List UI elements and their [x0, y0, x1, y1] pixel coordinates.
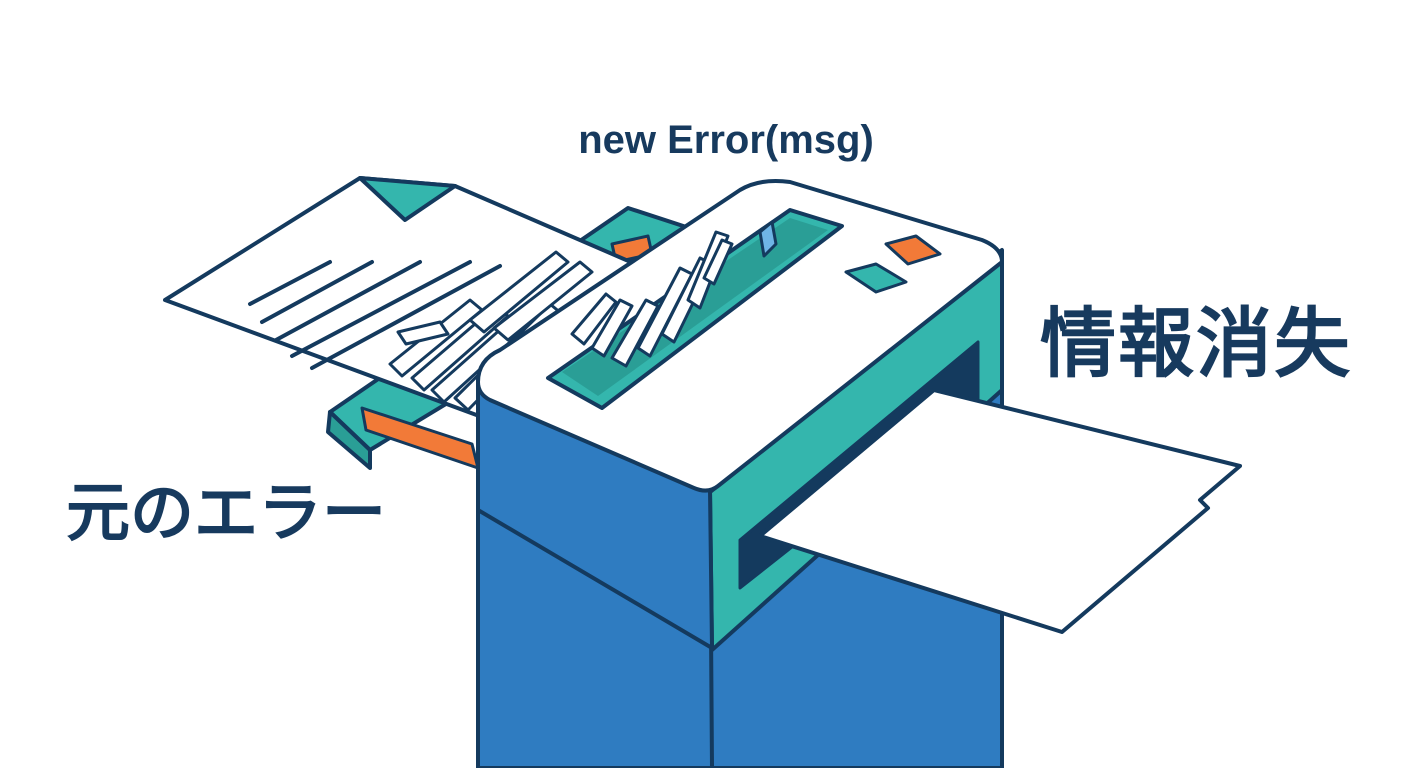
information-lost-label: 情報消失 — [1040, 306, 1352, 382]
code-label: new Error(msg) — [0, 120, 1408, 160]
original-error-label: 元のエラー — [66, 482, 386, 546]
